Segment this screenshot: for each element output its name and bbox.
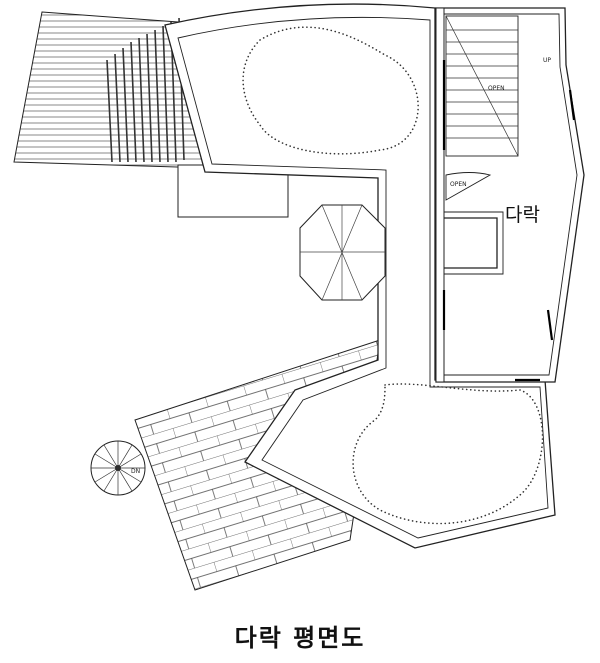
stair-up-label: UP [543,57,551,64]
door-open-label: OPEN [450,181,467,188]
room-label: 다락 [505,204,540,226]
stair-open-label: OPEN [488,85,505,92]
wood-deck [13,11,289,218]
spiral-stair-label: DN [131,468,140,475]
roof-garden [164,3,556,549]
skylight [299,204,386,301]
drawing-title: 다락 평면도 [234,624,366,652]
spiral-stair: DN [90,440,146,496]
interior-stair: UP OPEN [445,15,551,157]
door-swing: OPEN [445,172,492,201]
attic-floor-plan: UP OPEN OPEN [13,3,585,591]
